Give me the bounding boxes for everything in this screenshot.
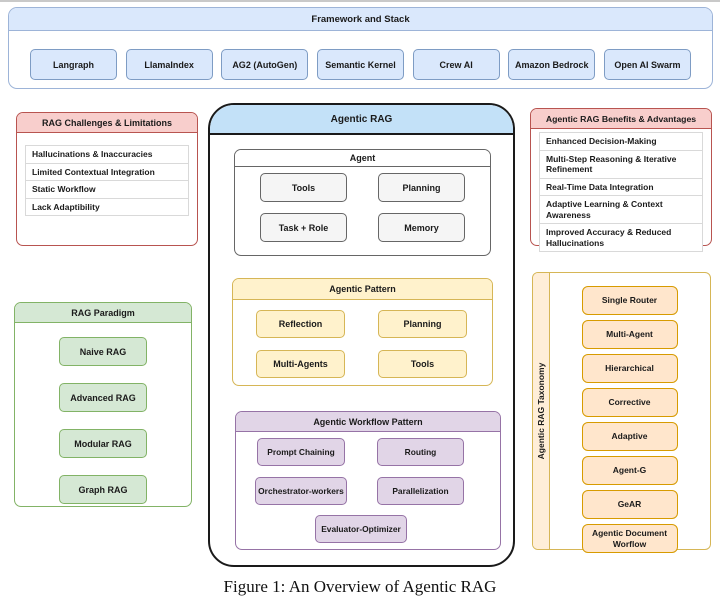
taxonomy-item-hierarchical: Hierarchical [581, 354, 678, 383]
framework-stack-header: Framework and Stack [9, 8, 712, 31]
agent-item-task-role: Task + Role [260, 213, 347, 242]
top-edge-line [0, 0, 720, 2]
benefit-item-real-time-data: Real-Time Data Integration [539, 177, 703, 196]
pattern-item-planning: Planning [378, 310, 467, 338]
rag-paradigm-list: Naive RAG Advanced RAG Modular RAG Graph… [15, 322, 191, 504]
pattern-item-reflection: Reflection [256, 310, 345, 338]
paradigm-item-naive-rag: Naive RAG [59, 337, 147, 366]
taxonomy-item-corrective: Corrective [581, 388, 678, 417]
framework-stack-panel: Framework and Stack Langraph LlamaIndex … [8, 7, 713, 89]
agentic-pattern-header: Agentic Pattern [233, 279, 492, 300]
framework-item-open-ai-swarm: Open AI Swarm [603, 49, 691, 80]
taxonomy-item-adaptive: Adaptive [581, 422, 678, 451]
workflow-item-evaluator-optimizer: Evaluator-Optimizer [315, 515, 407, 543]
benefit-item-decision-making: Enhanced Decision-Making [539, 132, 703, 151]
framework-buttons-row: Langraph LlamaIndex AG2 (AutoGen) Semant… [9, 49, 712, 80]
taxonomy-item-agentic-document-worflow: Agentic Document Worflow [581, 524, 678, 553]
workflow-item-orchestrator-workers: Orchestrator-workers [255, 477, 347, 505]
benefit-item-improved-accuracy: Improved Accuracy & Reduced Hallucinatio… [539, 223, 703, 252]
taxonomy-item-agent-g: Agent-G [581, 456, 678, 485]
agent-item-tools: Tools [260, 173, 347, 202]
taxonomy-item-single-router: Single Router [581, 286, 678, 315]
agent-item-planning: Planning [378, 173, 465, 202]
agentic-pattern-box: Agentic Pattern Reflection Planning Mult… [232, 278, 493, 386]
taxonomy-list: Single Router Multi-Agent Hierarchical C… [549, 273, 710, 553]
rag-paradigm-header: RAG Paradigm [15, 303, 191, 323]
rag-challenges-list: Hallucinations & Inaccuracies Limited Co… [25, 145, 189, 216]
framework-item-amazon-bedrock: Amazon Bedrock [508, 49, 596, 80]
challenge-item-contextual-integration: Limited Contextual Integration [25, 162, 189, 181]
agent-box: Agent Tools Planning Task + Role Memory [234, 149, 491, 256]
agentic-workflow-header: Agentic Workflow Pattern [236, 412, 500, 432]
taxonomy-vertical-label: Agentic RAG Taxonomy [536, 362, 546, 460]
agentic-rag-header: Agentic RAG [210, 105, 513, 135]
pattern-item-multi-agents: Multi-Agents [256, 350, 345, 378]
rag-challenges-panel: RAG Challenges & Limitations Hallucinati… [16, 112, 198, 246]
benefits-panel: Agentic RAG Benefits & Advantages Enhanc… [530, 108, 712, 252]
challenge-item-hallucinations: Hallucinations & Inaccuracies [25, 145, 189, 164]
rag-challenges-header: RAG Challenges & Limitations [17, 113, 197, 133]
paradigm-item-graph-rag: Graph RAG [59, 475, 147, 504]
framework-item-ag2-autogen: AG2 (AutoGen) [221, 49, 309, 80]
figure-caption: Figure 1: An Overview of Agentic RAG [223, 577, 497, 596]
challenge-item-lack-adaptibility: Lack Adaptibility [25, 197, 189, 216]
benefits-list: Enhanced Decision-Making Multi-Step Reas… [539, 132, 703, 252]
framework-item-semantic-kernel: Semantic Kernel [316, 49, 404, 80]
benefit-item-multi-step-reasoning: Multi-Step Reasoning & Iterative Refinem… [539, 149, 703, 179]
workflow-item-parallelization: Parallelization [377, 477, 464, 505]
taxonomy-panel: Agentic RAG Taxonomy Single Router Multi… [532, 272, 711, 553]
benefit-item-adaptive-learning: Adaptive Learning & Context Awareness [539, 195, 703, 224]
benefits-header: Agentic RAG Benefits & Advantages [531, 109, 711, 129]
paradigm-item-modular-rag: Modular RAG [59, 429, 147, 458]
agent-header: Agent [235, 150, 490, 167]
framework-item-crew-ai: Crew AI [412, 49, 500, 80]
challenge-item-static-workflow: Static Workflow [25, 180, 189, 199]
agent-item-memory: Memory [378, 213, 465, 242]
framework-item-llamaindex: LlamaIndex [125, 49, 213, 80]
pattern-item-tools: Tools [378, 350, 467, 378]
workflow-item-routing: Routing [377, 438, 464, 466]
rag-paradigm-panel: RAG Paradigm Naive RAG Advanced RAG Modu… [14, 302, 192, 507]
workflow-item-prompt-chaining: Prompt Chaining [257, 438, 345, 466]
taxonomy-item-multi-agent: Multi-Agent [581, 320, 678, 349]
taxonomy-item-gear: GeAR [581, 490, 678, 519]
framework-item-langraph: Langraph [30, 49, 117, 80]
paradigm-item-advanced-rag: Advanced RAG [59, 383, 147, 412]
taxonomy-vertical-label-strip: Agentic RAG Taxonomy [533, 273, 550, 549]
agentic-workflow-box: Agentic Workflow Pattern Prompt Chaining… [235, 411, 501, 550]
agentic-rag-panel: Agentic RAG Agent Tools Planning Task + … [208, 103, 515, 567]
